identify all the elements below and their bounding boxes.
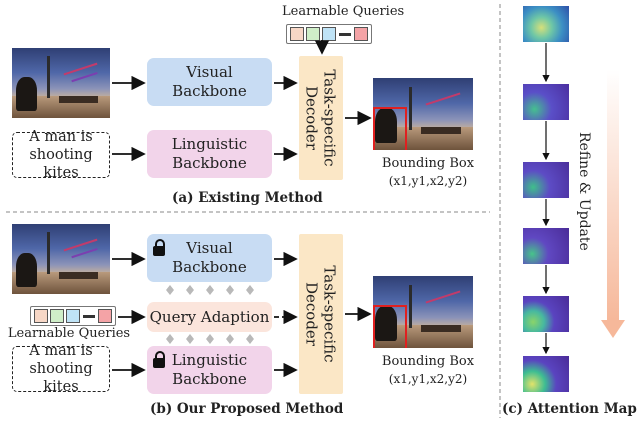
refine-update-arrow <box>601 70 625 338</box>
lock-icon <box>153 239 165 256</box>
attention-map-1 <box>523 6 569 42</box>
text-query-bottom: A man is shooting kites <box>12 343 110 395</box>
lock-icon <box>153 351 165 368</box>
ellipsis-dash <box>339 32 351 36</box>
output-image-bottom <box>373 276 473 348</box>
query-token <box>50 309 64 323</box>
query-token <box>290 27 304 41</box>
input-image-bottom <box>12 224 110 294</box>
interaction-arrows-lower <box>166 334 254 344</box>
bbox-label-bottom: Bounding Box <box>381 354 475 369</box>
ellipsis-dash <box>83 314 95 318</box>
learnable-queries-strip-bottom <box>30 306 116 326</box>
task-decoder-bottom: Task-specific Decoder <box>299 234 343 394</box>
text-query-top: A man is shooting kites <box>12 129 110 181</box>
attention-map-6 <box>523 356 569 392</box>
caption-attention-map: (c) Attention Map <box>502 401 637 417</box>
visual-backbone-top: Visual Backbone <box>147 58 272 106</box>
learnable-queries-strip-top <box>286 24 372 44</box>
attention-map-4 <box>523 228 569 264</box>
bbox-label-top: Bounding Box <box>381 156 475 171</box>
query-token <box>98 309 112 323</box>
caption-proposed-method: (b) Our Proposed Method <box>150 401 344 417</box>
input-image-top <box>12 48 110 118</box>
task-decoder-top: Task-specific Decoder <box>299 56 343 180</box>
attention-map-5 <box>523 296 569 332</box>
query-token <box>354 27 368 41</box>
predicted-bounding-box <box>373 106 407 150</box>
learnable-queries-label-bottom: Learnable Queries <box>7 326 131 341</box>
query-adaption-module: Query Adaption <box>147 302 272 332</box>
query-token <box>66 309 80 323</box>
output-image-top <box>373 78 473 150</box>
learnable-queries-label-top: Learnable Queries <box>282 4 405 19</box>
interaction-arrows-upper <box>166 285 254 295</box>
linguistic-backbone-top: Linguistic Backbone <box>147 130 272 178</box>
bbox-coords-top: (x1,y1,x2,y2) <box>388 174 468 188</box>
query-token <box>306 27 320 41</box>
attention-map-2 <box>523 84 569 120</box>
attention-map-3 <box>523 162 569 198</box>
predicted-bounding-box <box>373 304 407 348</box>
bbox-coords-bottom: (x1,y1,x2,y2) <box>388 372 468 386</box>
visual-backbone-bottom: Visual Backbone <box>147 234 272 282</box>
caption-existing-method: (a) Existing Method <box>172 190 323 206</box>
query-token <box>34 309 48 323</box>
linguistic-backbone-bottom: Linguistic Backbone <box>147 346 272 394</box>
